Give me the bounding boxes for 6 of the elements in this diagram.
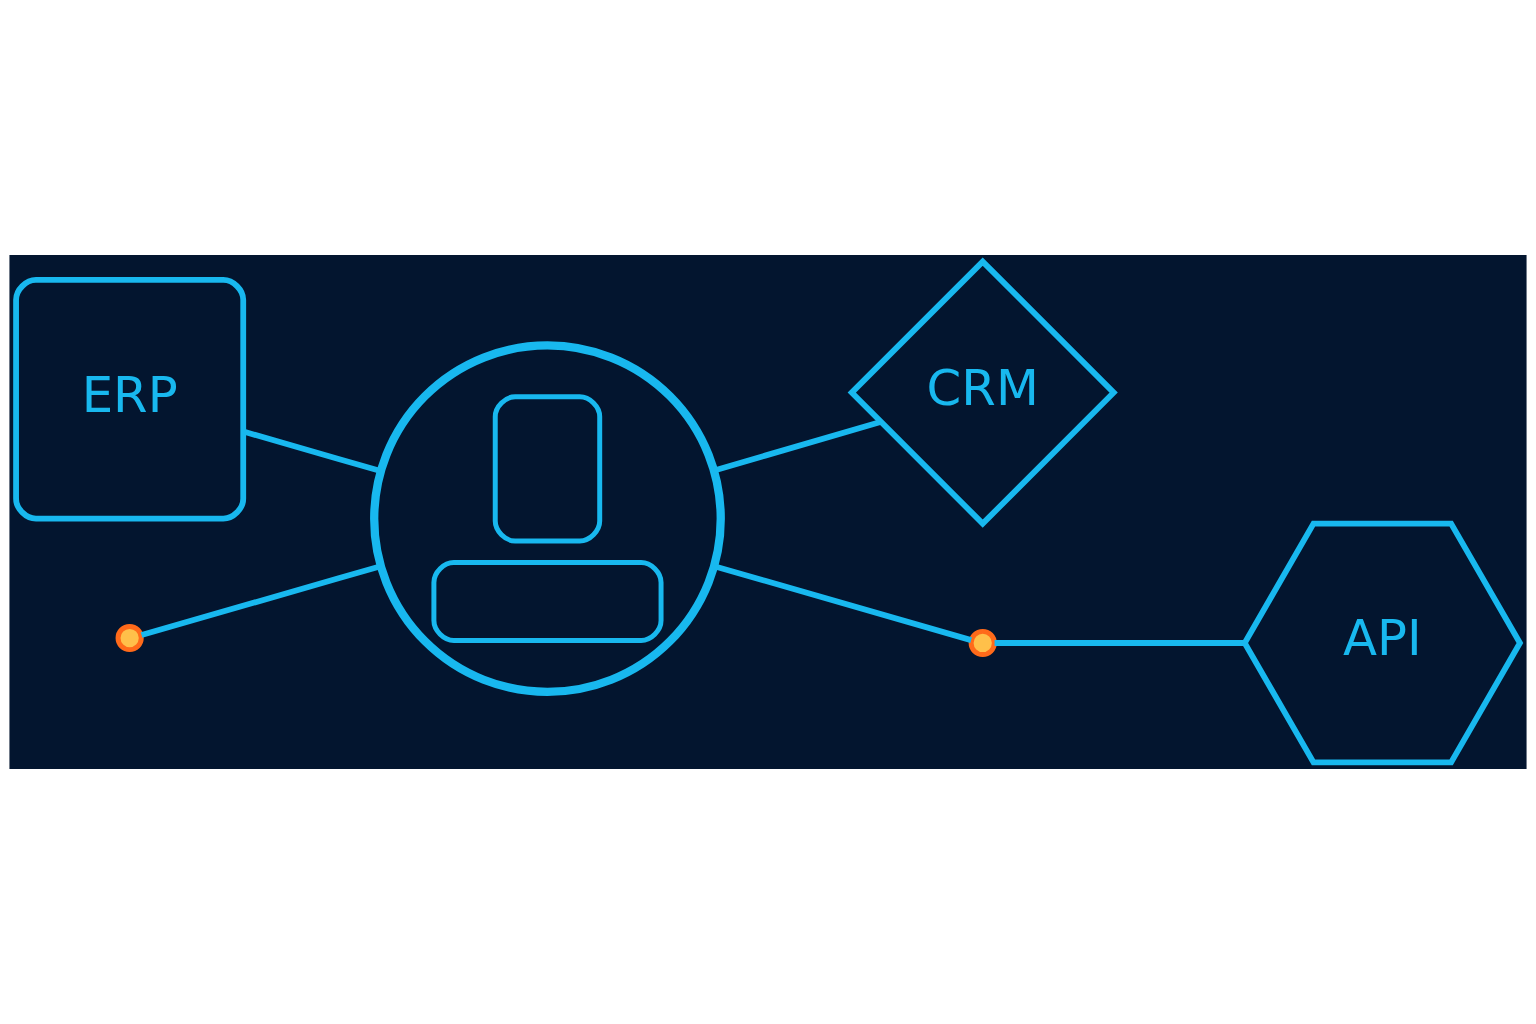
node-circle <box>968 628 997 658</box>
connector <box>994 640 1245 646</box>
node-diamond: CRM <box>847 257 1118 528</box>
node-circle <box>115 623 144 653</box>
node-box: ERP <box>13 276 247 522</box>
node-person <box>370 341 725 697</box>
